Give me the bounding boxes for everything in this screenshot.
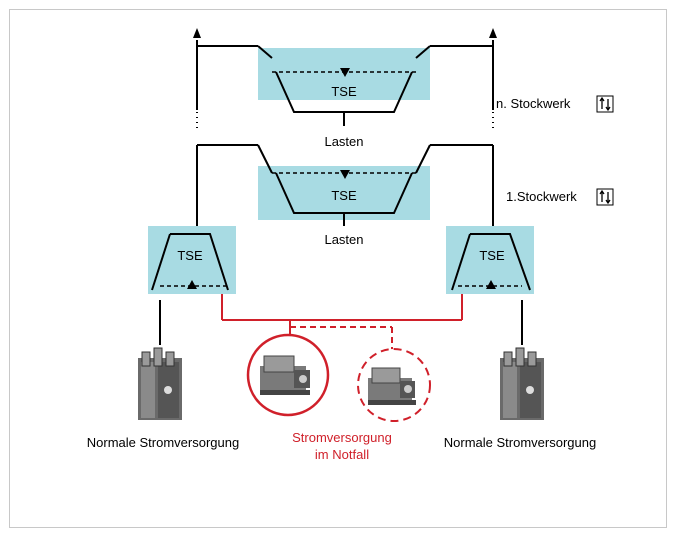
up-down-arrows-icon xyxy=(596,188,614,206)
floor-first: 1.Stockwerk xyxy=(506,188,614,206)
floor-n: n. Stockwerk xyxy=(496,95,614,113)
tse-middle-label: TSE xyxy=(331,188,357,203)
emergency-supply-label-line2: im Notfall xyxy=(315,447,369,462)
tse-right: TSE xyxy=(446,226,534,294)
triangle-up-icon xyxy=(486,280,496,289)
triangle-down-icon xyxy=(340,170,350,179)
floor-n-label: n. Stockwerk xyxy=(496,96,571,111)
diagram-frame xyxy=(9,9,667,528)
emergency-wiring xyxy=(221,294,463,350)
tse-left-label: TSE xyxy=(177,248,203,263)
transformer-icon xyxy=(500,347,544,420)
tse-right-label: TSE xyxy=(479,248,505,263)
emergency-supply-label-line1: Stromversorgung xyxy=(292,430,392,445)
up-arrow-icon xyxy=(489,28,497,38)
tse-top: TSE Lasten xyxy=(257,45,431,149)
up-down-arrows-icon xyxy=(596,95,614,113)
generator-main xyxy=(246,333,330,417)
generator-backup xyxy=(357,348,431,422)
normal-supply-left-label: Normale Stromversorgung xyxy=(87,435,239,450)
generator-icon xyxy=(368,367,416,405)
triangle-up-icon xyxy=(187,280,197,289)
transformer-icon xyxy=(138,347,182,420)
triangle-down-icon xyxy=(340,68,350,77)
loads-top-label: Lasten xyxy=(324,134,363,149)
tse-middle: TSE Lasten xyxy=(257,144,431,247)
floor-first-label: 1.Stockwerk xyxy=(506,189,577,204)
tse-top-label: TSE xyxy=(331,84,357,99)
wiring xyxy=(159,40,523,345)
tse-left: TSE xyxy=(148,226,236,294)
up-arrow-icon xyxy=(193,28,201,38)
normal-supply-right-label: Normale Stromversorgung xyxy=(444,435,596,450)
loads-middle-label: Lasten xyxy=(324,232,363,247)
generator-icon xyxy=(260,355,310,395)
